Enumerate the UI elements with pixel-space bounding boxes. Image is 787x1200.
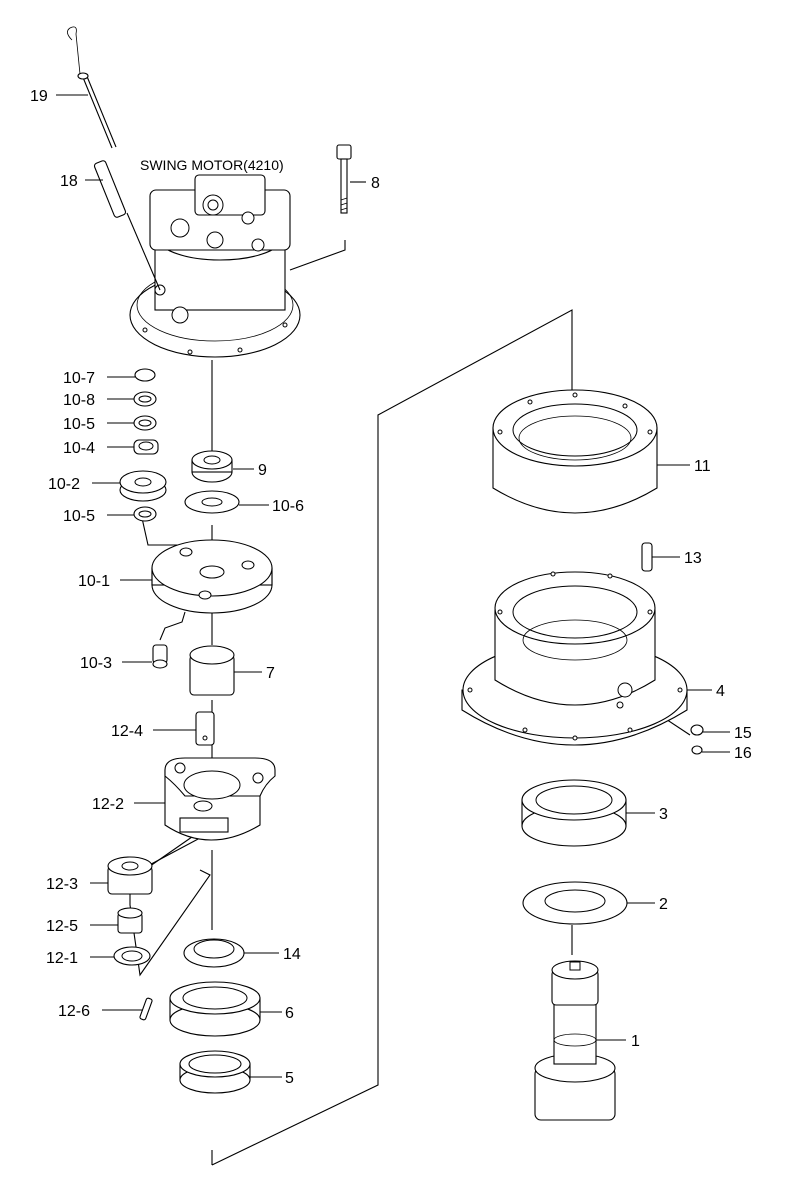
label-5: 5: [285, 1070, 294, 1087]
label-10-6: 10-6: [272, 498, 304, 515]
diagram-title: SWING MOTOR(4210): [140, 157, 284, 173]
label-10-4: 10-4: [63, 440, 95, 457]
label-10-5-bottom: 10-5: [63, 508, 95, 525]
gear-7: [189, 645, 235, 696]
label-10-5-top: 10-5: [63, 416, 95, 433]
label-12-2: 12-2: [92, 796, 124, 813]
label-10-3: 10-3: [80, 655, 112, 672]
pin-12-4: [195, 711, 215, 746]
ring-gear: [492, 389, 658, 514]
label-leaders: [56, 94, 730, 1078]
label-8: 8: [371, 175, 380, 192]
label-13: 13: [684, 550, 702, 567]
thrust-washer: [522, 881, 628, 925]
washer-10-6: [184, 490, 240, 514]
label-10-8: 10-8: [63, 392, 95, 409]
bearing-6: [169, 981, 261, 1037]
label-15: 15: [734, 725, 752, 742]
washer-12-1: [113, 946, 151, 966]
small-parts-left: [119, 368, 167, 522]
swing-motor: [129, 174, 301, 358]
label-12-3: 12-3: [46, 876, 78, 893]
label-12-5: 12-5: [46, 918, 78, 935]
plug: [152, 644, 168, 669]
label-9: 9: [258, 462, 267, 479]
gear-9: [191, 450, 233, 483]
bolt: [336, 144, 352, 214]
label-16: 16: [734, 745, 752, 762]
label-7: 7: [266, 665, 275, 682]
label-12-6: 12-6: [58, 1003, 90, 1020]
seal-5: [179, 1050, 251, 1094]
label-3: 3: [659, 806, 668, 823]
label-18: 18: [60, 173, 78, 190]
label-19: 19: [30, 88, 48, 105]
bushing: [117, 907, 143, 934]
label-12-4: 12-4: [111, 723, 143, 740]
label-12-1: 12-1: [46, 950, 78, 967]
label-2: 2: [659, 896, 668, 913]
label-1: 1: [631, 1033, 640, 1050]
ring-14: [183, 938, 245, 968]
carrier-12-2: [164, 757, 276, 841]
dipstick: [67, 26, 117, 149]
bearing-3: [521, 779, 627, 847]
label-14: 14: [283, 946, 301, 963]
gear-12-3: [107, 856, 153, 895]
pipe: [93, 160, 161, 291]
label-10-7: 10-7: [63, 370, 95, 387]
label-10-1: 10-1: [78, 573, 110, 590]
small-plugs-right: [690, 724, 704, 755]
pin-13: [641, 542, 653, 572]
carrier-plate: [151, 539, 273, 614]
label-10-2: 10-2: [48, 476, 80, 493]
pinion-shaft: [534, 960, 616, 1121]
label-4: 4: [716, 683, 725, 700]
part-labels: 19 18 8 10-7 10-8 10-5 10-4 10-2 10-5 9 …: [30, 88, 752, 1087]
label-6: 6: [285, 1005, 294, 1022]
housing: [461, 571, 688, 746]
label-11: 11: [694, 458, 711, 475]
pin-12-6: [139, 997, 153, 1021]
